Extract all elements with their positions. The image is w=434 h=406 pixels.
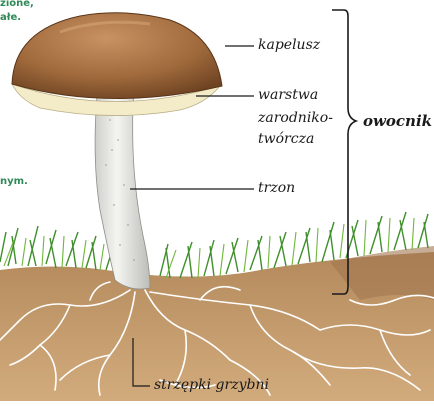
stem xyxy=(95,95,150,289)
page-fragment-2: ałe. xyxy=(0,12,21,23)
label-gills-line2: zarodniko- xyxy=(258,110,333,127)
label-gills-line1: warstwa xyxy=(258,87,318,104)
label-stem: trzon xyxy=(258,180,295,197)
page-fragment-1: zione, xyxy=(0,0,34,9)
label-gills-line3: twórcza xyxy=(258,131,314,148)
label-hyphae: strzępki grzybni xyxy=(154,377,269,394)
page-fragment-3: nym. xyxy=(0,176,28,187)
label-fruiting-body: owocnik xyxy=(363,113,432,130)
fruiting-body-bracket xyxy=(332,10,356,294)
cap xyxy=(12,13,222,99)
label-cap: kapelusz xyxy=(258,37,320,54)
